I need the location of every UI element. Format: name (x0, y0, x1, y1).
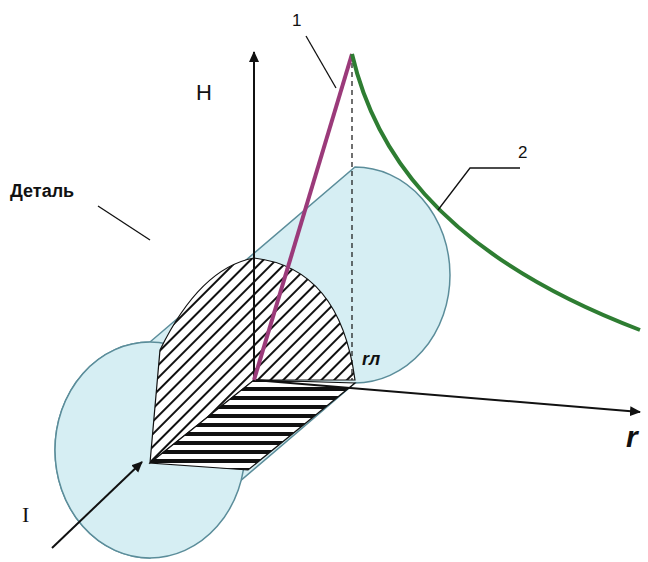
leader-line (306, 36, 336, 88)
r-axis (254, 380, 640, 412)
cylinder-body (55, 167, 450, 558)
curve-inside (254, 54, 352, 380)
callout-number: 1 (292, 12, 301, 29)
section-lower (150, 380, 355, 470)
dashed-guide (351, 54, 352, 380)
current-label: I (22, 504, 29, 526)
h-axis (253, 52, 255, 380)
curve-outside (352, 54, 640, 330)
callout-number: 2 (518, 144, 527, 161)
axis-label: r (626, 422, 638, 452)
leader-line (98, 206, 150, 240)
axis-label: H (196, 82, 212, 104)
current-arrow (52, 462, 142, 548)
leader-line (438, 168, 520, 210)
part-name: Деталь (10, 182, 74, 200)
radius-label: rл (362, 350, 380, 368)
